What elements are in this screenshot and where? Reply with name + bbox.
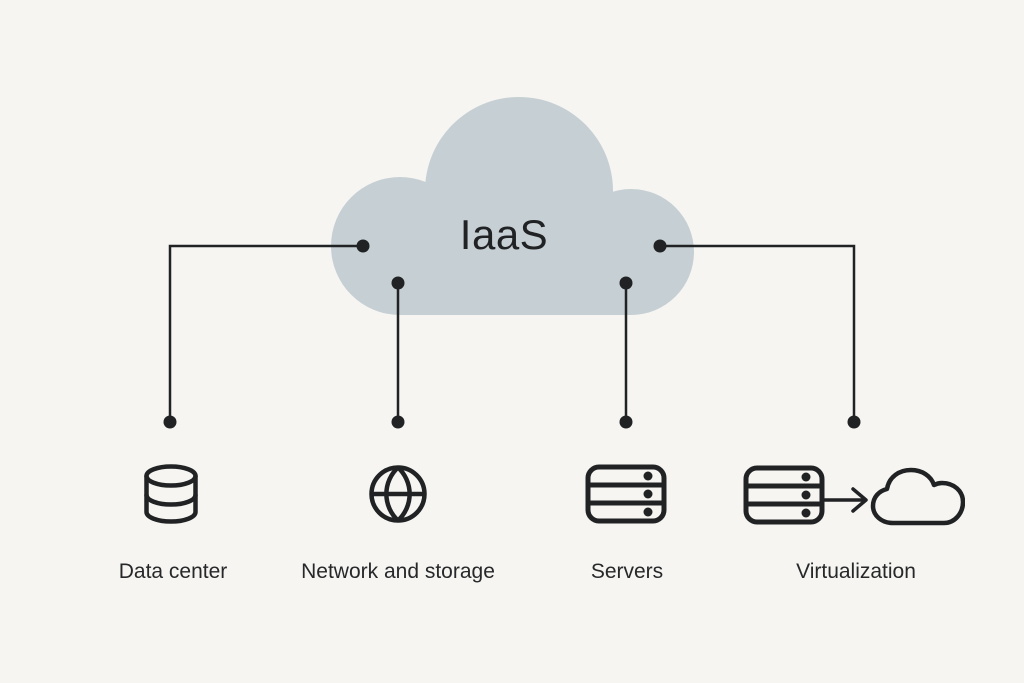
node-label-network-storage: Network and storage [301,560,495,583]
virtualization-server-icon [743,465,825,525]
database-icon [144,464,198,524]
server-to-cloud-icon [743,465,965,526]
node-label-servers: Servers [590,560,664,583]
server-stack-icon [585,464,667,524]
cloud-outline-icon [870,467,965,526]
node-label-data-center: Data center [118,560,228,583]
connector-dot [619,415,633,429]
connector-dot [391,276,405,290]
node-label-virtualization: Virtualization [796,560,916,583]
connector-dot [619,276,633,290]
cloud-title: IaaS [459,211,549,258]
connector-dot [391,415,405,429]
connector-dot [653,239,667,253]
connector-dot [847,415,861,429]
connector-dot [163,415,177,429]
globe-icon [369,465,427,523]
connector-dot [356,239,370,253]
arrow-right-icon [821,487,868,513]
